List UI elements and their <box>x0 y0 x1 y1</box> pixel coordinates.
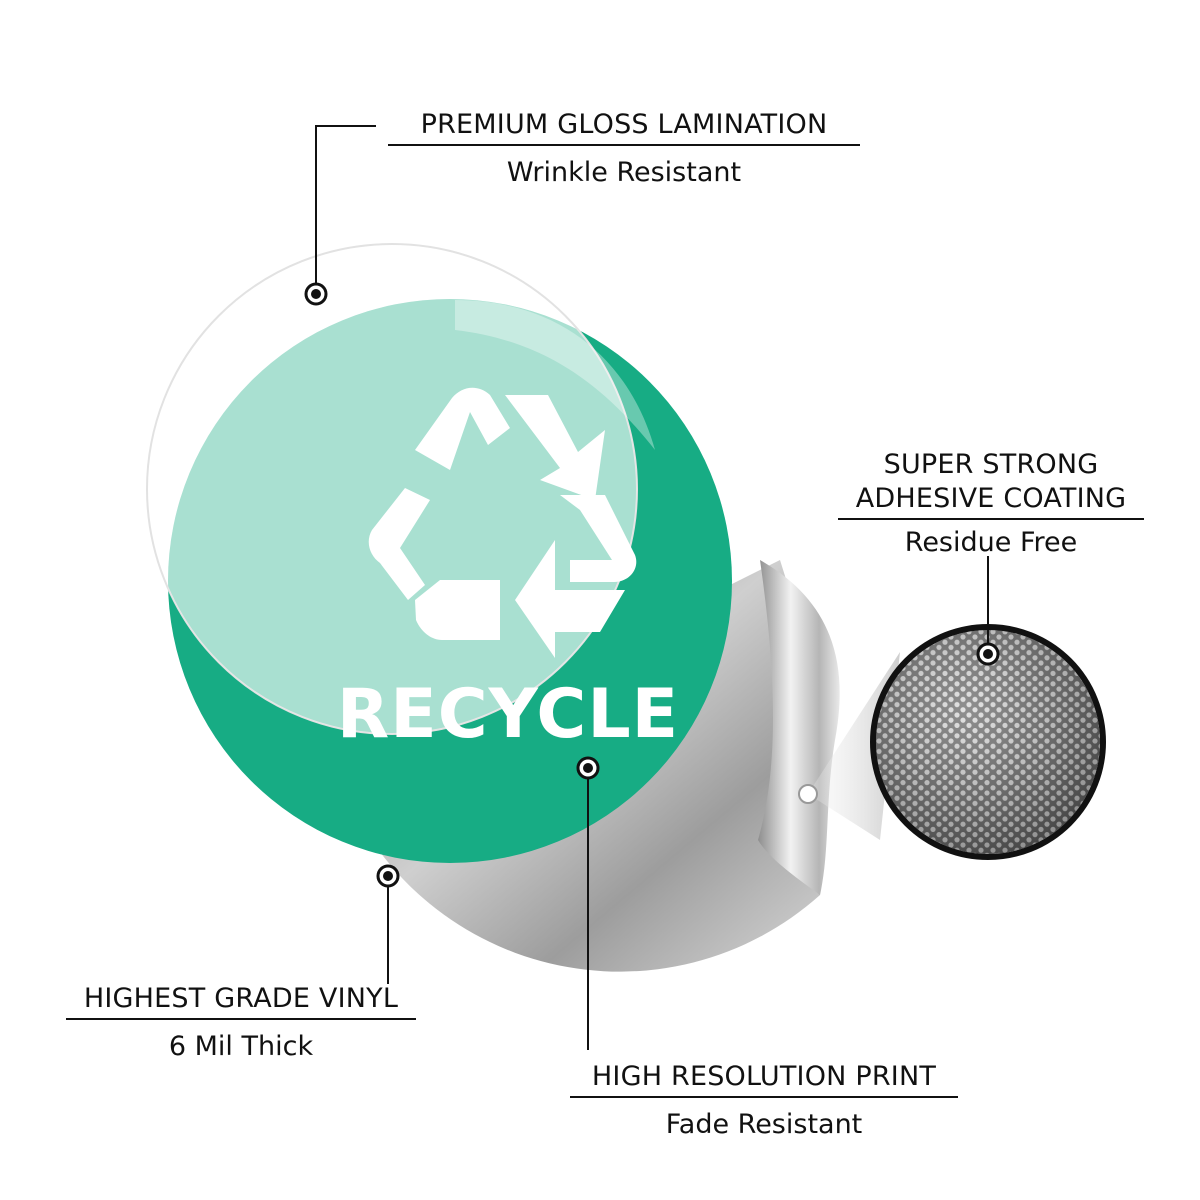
leader-lines <box>315 125 989 1050</box>
adhesive-callout: SUPER STRONG ADHESIVE COATING Residue Fr… <box>838 448 1144 560</box>
vinyl-marker-dot <box>376 864 400 888</box>
lamination-title: PREMIUM GLOSS LAMINATION <box>420 109 828 140</box>
vinyl-rule <box>66 1018 416 1020</box>
print-callout: HIGH RESOLUTION PRINT Fade Resistant <box>570 1060 958 1142</box>
print-marker-dot <box>576 756 600 780</box>
vinyl-callout: HIGHEST GRADE VINYL 6 Mil Thick <box>66 982 416 1064</box>
adhesive-subtitle: Residue Free <box>904 527 1078 558</box>
recycle-icon <box>368 387 637 658</box>
print-rule <box>570 1096 958 1098</box>
vinyl-title: HIGHEST GRADE VINYL <box>83 983 399 1014</box>
print-title: HIGH RESOLUTION PRINT <box>591 1061 937 1092</box>
print-subtitle: Fade Resistant <box>665 1109 863 1140</box>
adhesive-magnifier <box>798 624 1106 860</box>
lamination-leader <box>315 125 376 294</box>
adhesive-marker-dot <box>976 642 1000 666</box>
lamination-marker-dot <box>304 282 328 306</box>
lamination-callout: PREMIUM GLOSS LAMINATION Wrinkle Resista… <box>388 108 860 190</box>
marker-dots <box>304 282 1000 888</box>
adhesive-title-line1: SUPER STRONG <box>883 449 1099 480</box>
lamination-rule <box>388 144 860 146</box>
vinyl-subtitle: 6 Mil Thick <box>168 1031 314 1062</box>
sticker-label: RECYCLE <box>337 675 679 754</box>
adhesive-title-line2: ADHESIVE COATING <box>855 483 1127 514</box>
adhesive-rule <box>838 518 1144 520</box>
lamination-subtitle: Wrinkle Resistant <box>506 157 742 188</box>
gloss-laminate <box>146 243 655 735</box>
